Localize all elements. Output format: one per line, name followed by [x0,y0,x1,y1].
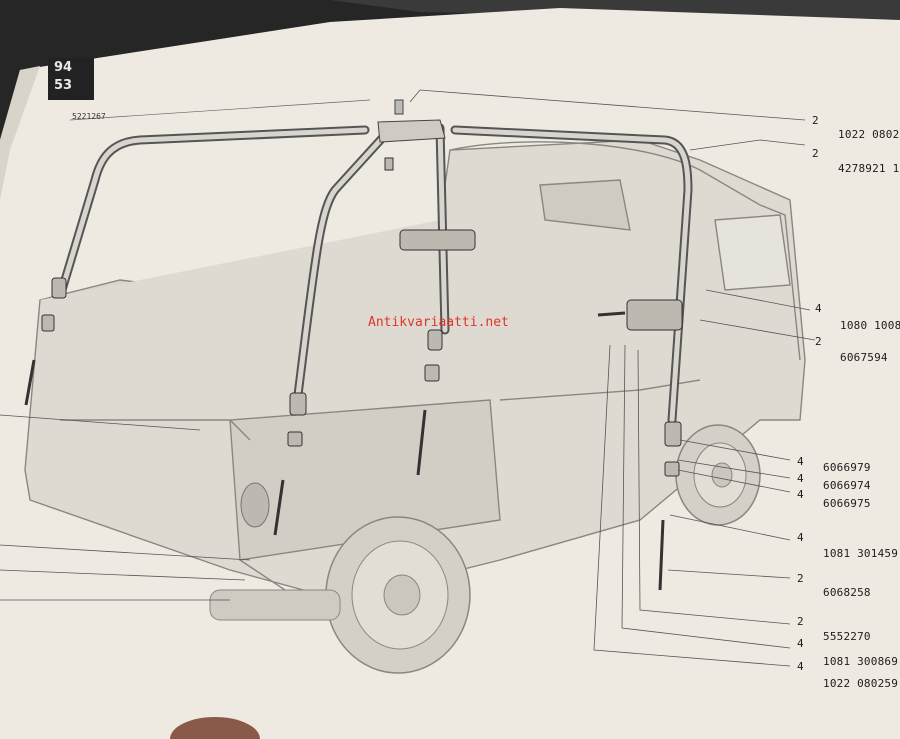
part-number: 1022 080259 [823,677,899,690]
part-qty: 4 [797,472,804,485]
part-qty: 2 [812,147,819,160]
reference-code: 5221267 [72,112,106,121]
part-number: 1081 300869 [823,655,899,668]
part-qty: 2 [812,114,819,127]
part-qty: 4 [797,488,804,501]
part-number: 1022 080206 [838,128,900,141]
part-qty: 4 [815,302,822,315]
part-number: 6067594 [840,351,888,364]
hardware [41,157,683,477]
part-qty: 2 [815,335,822,348]
part-qty: 4 [797,637,804,650]
part-number: 5552270 [823,630,871,643]
part-number: 4278921 16 [838,162,900,175]
rear-wheel [325,516,471,674]
watermark: Antikvariaatti.net [368,315,509,330]
part-qty: 4 [797,531,804,544]
tab-number-bottom: 53 [54,78,73,93]
part-number: 6068258 [823,586,871,599]
tab-number-top: 94 [54,60,73,75]
part-number: 6066979 [823,461,871,474]
part-qty: 2 [797,615,804,628]
part-qty: 2 [797,572,804,585]
part-number: 1081 301459 [823,547,899,560]
page-tab: 94 53 [48,58,94,100]
part-qty: 4 [797,455,804,468]
part-qty: 4 [797,660,804,673]
thumb [170,717,260,739]
part-number: 6066974 [823,479,871,492]
leader-lines [0,89,816,667]
part-number: 6066975 [823,497,871,510]
front-wheel [675,424,761,526]
part-number: 1080 100859 [840,319,900,332]
